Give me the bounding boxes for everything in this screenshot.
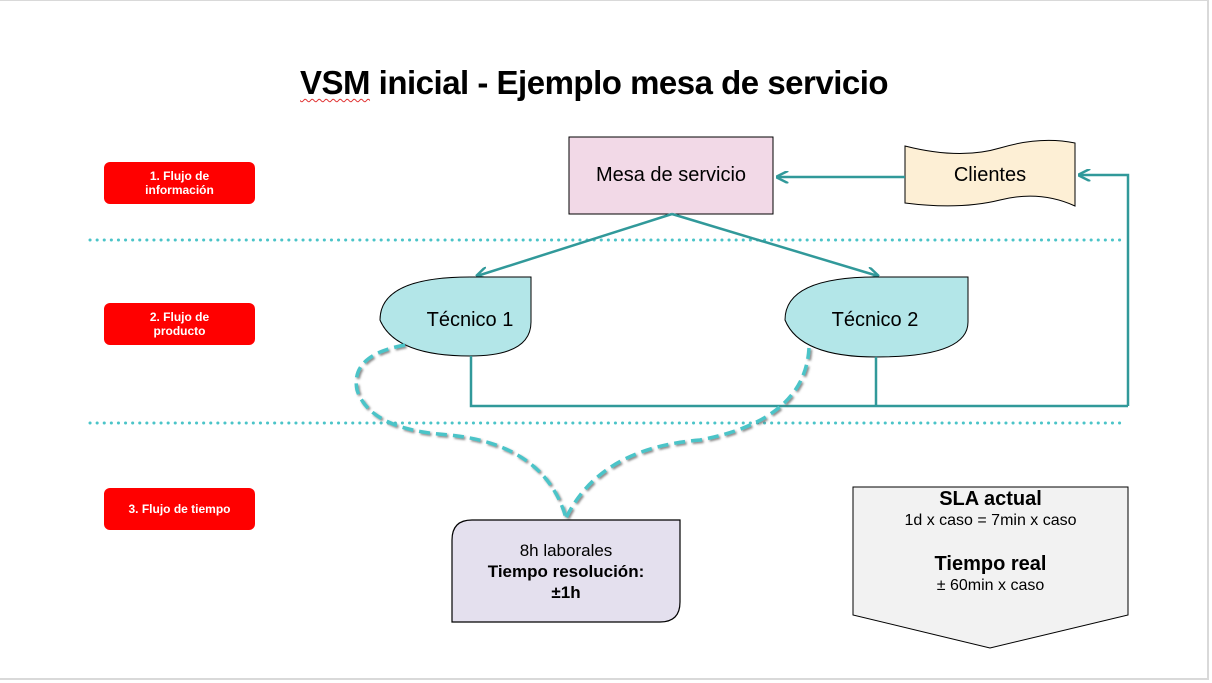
time-box-resolution-value: ±1h [551, 582, 581, 602]
arrow-return-to-clientes [1079, 175, 1130, 406]
clientes-shape [904, 139, 1076, 207]
slide-title: VSM inicial - Ejemplo mesa de servicio [300, 64, 920, 102]
tecnico2-shape [784, 276, 969, 358]
sla-heading: SLA actual [939, 488, 1042, 510]
section-tag-line1: 3. Flujo de tiempo [128, 502, 231, 516]
mesa-de-servicio-label: Mesa de servicio [595, 164, 747, 186]
time-box-shape [451, 519, 681, 623]
sla-box: SLA actual 1d x caso = 7min x caso Tiemp… [853, 487, 1128, 596]
dashed-curve-tecnico2-to-time [564, 347, 811, 519]
real-time-value: ± 60min x caso [936, 577, 1045, 594]
arrow-mesa-to-tecnico2 [671, 212, 878, 276]
section-tag-line2: producto [153, 324, 206, 338]
section-tag-line2: información [145, 183, 214, 197]
time-box-resolution-label: Tiempo resolución: [487, 561, 645, 581]
real-time-heading: Tiempo real [934, 553, 1047, 575]
mesa-de-servicio-box [568, 136, 774, 215]
title-acronym: VSM [300, 64, 371, 101]
tecnico1-label: Técnico 1 [426, 308, 514, 331]
tecnico2-label: Técnico 2 [831, 308, 919, 331]
section-tag-line1: 2. Flujo de [149, 310, 210, 324]
title-text: inicial - Ejemplo mesa de servicio [370, 64, 889, 101]
connector-tecnico1-return [469, 356, 1128, 408]
time-box: 8h laborales Tiempo resolución: ±1h [452, 520, 680, 622]
section-tag-line1: 1. Flujo de [149, 169, 210, 183]
clientes-label: Clientes [953, 163, 1027, 186]
section-tag-time-flow: 3. Flujo de tiempo [104, 488, 255, 530]
tecnico1-shape [379, 276, 532, 357]
time-box-hours: 8h laborales [519, 540, 613, 560]
dashed-curve-tecnico1-to-time [354, 343, 568, 519]
arrow-mesa-to-tecnico1 [477, 212, 673, 276]
sla-value: 1d x caso = 7min x caso [904, 512, 1077, 529]
sla-box-shape [852, 486, 1129, 649]
